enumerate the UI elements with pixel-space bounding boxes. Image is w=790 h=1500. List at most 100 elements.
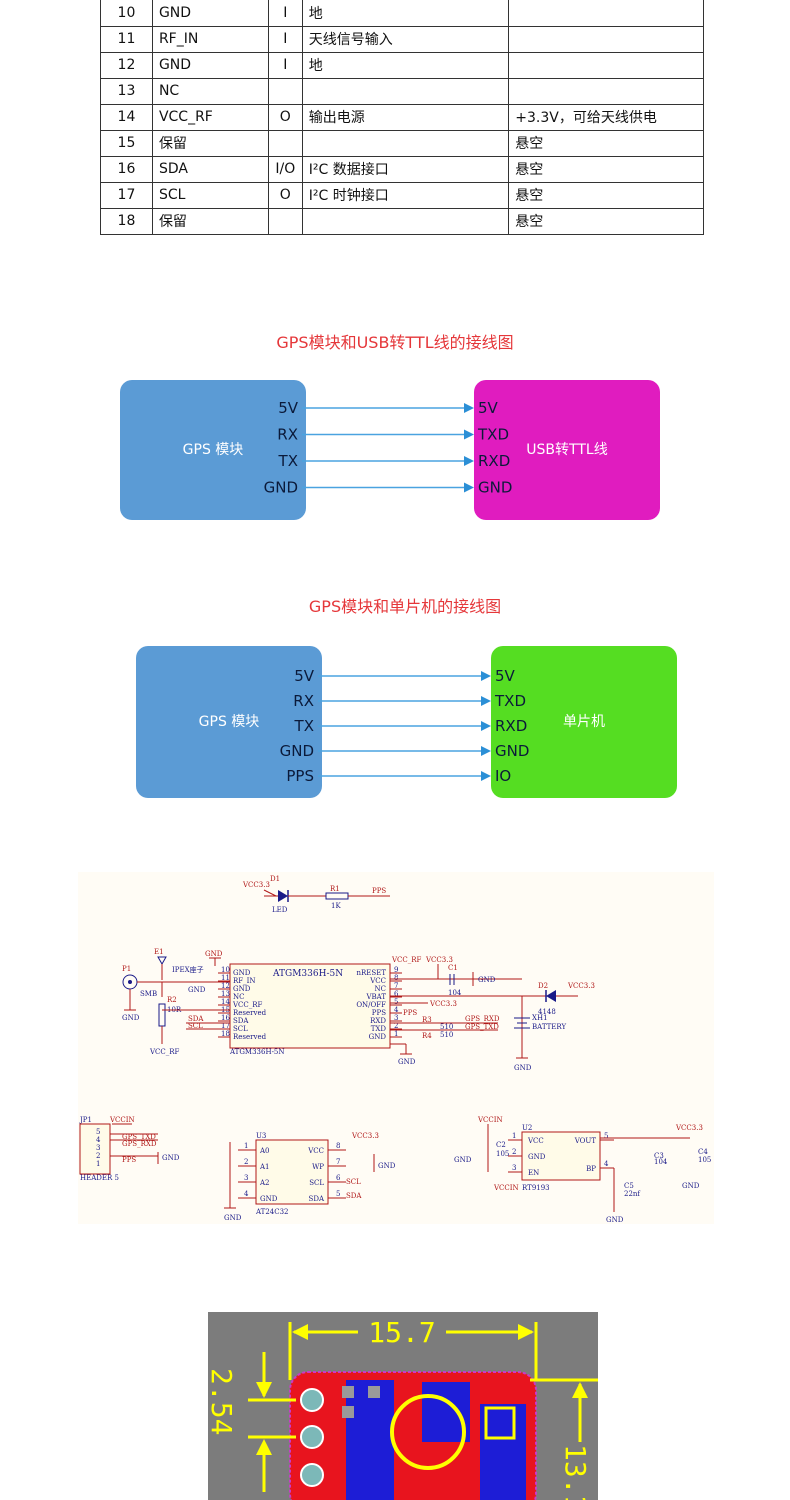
right-pin-label: 5V [478,399,499,417]
circuit-schematic: D1 VCC3.3 LED R1 1K PPS ATGM336H-5N ATGM… [78,872,714,1224]
c3-value: 104 [654,1158,668,1166]
c5-gnd: GND [606,1216,624,1224]
table-cell-io: I [267,51,303,79]
u3-pin-num: 3 [244,1174,248,1182]
chip-pin-num: 17 [221,1022,230,1030]
led-d1: D1 VCC3.3 LED R1 1K PPS [242,875,390,914]
gnd-pin12: GND [188,986,206,994]
jp1-pin-num: 2 [96,1152,100,1160]
vcc33-net: VCC3.3 [425,956,453,964]
u3-pin-name: A1 [259,1163,270,1171]
u2-name: RT9193 [522,1184,550,1192]
chip-pin-name: nRESET [357,969,387,977]
right-pin-label: GND [478,479,512,497]
u2-ref: U2 [522,1124,532,1132]
table-cell-desc: 地 [301,0,510,27]
p1-label: SMB [140,990,157,998]
chip-right-pins: 9nRESET8VCC7NC6VBAT5ON/OFF4PPS3RXD2TXD1G… [356,966,402,1041]
u2-gnd-out: GND [682,1182,700,1190]
u2-pin-num: 1 [512,1132,516,1140]
table-cell-desc: I²C 时钟接口 [301,181,510,209]
chip-pin-name: ON/OFF [356,1001,386,1009]
u3-pin-name: VCC [307,1147,324,1155]
table-cell-name: SCL [151,181,269,209]
usb-ttl-box [474,380,660,520]
u3-pin-name: GND [260,1195,278,1203]
table-cell-note: +3.3V，可给天线供电 [508,103,704,131]
left-pin-label: GND [264,479,298,497]
table-cell-no: 18 [100,207,153,235]
r3-net: GPS_RXD [465,1015,500,1023]
e1-label: IPEX座子 [172,965,204,974]
table-cell-desc [301,129,510,157]
table-cell-io: I/O [267,155,303,183]
left-pin-label: 5V [278,399,299,417]
chip-pin-num: 12 [221,982,230,990]
gnd-top: GND [205,950,223,958]
power-section: VCC_RF VCC3.3 C1 104 GND D2 4148 VCC3.3 … [390,956,595,1072]
c4-ref: C4 [698,1148,708,1156]
table-cell-io: I [267,25,303,53]
left-pin-label: TX [294,717,314,735]
arrow-icon [464,403,474,413]
left-pin-label: GND [280,742,314,760]
u3-ref: U3 [256,1132,266,1140]
chip-pin-name: SDA [233,1017,249,1025]
r4-net: GPS_TXD [465,1023,499,1031]
table-cell-no: 15 [100,129,153,157]
r3-ref: R3 [422,1016,432,1024]
table-cell-no: 17 [100,181,153,209]
c2-ref: C2 [496,1141,506,1149]
u3-pin-num: 2 [244,1158,248,1166]
table-cell-desc [301,207,510,235]
u2-pin-num: 3 [512,1164,516,1172]
d2-net: VCC3.3 [567,982,595,990]
chip-pin-name: NC [375,985,386,993]
right-pin-label: RXD [478,452,510,470]
table-cell-note [508,25,704,53]
chip-pin-name: VCC [369,977,386,985]
table-cell-io: I [267,0,303,27]
chip-pin-num: 7 [394,982,398,990]
chip-pin-name: GND [233,969,251,977]
r1-ref: R1 [330,885,340,893]
left-pin-label: 5V [294,667,315,685]
u3-pin-num: 1 [244,1142,248,1150]
jp1-gnd: GND [162,1154,180,1162]
u3-vcc: VCC3.3 [351,1132,379,1140]
jp1-pin-num: 4 [96,1136,101,1144]
u3-pin-name: A2 [259,1179,270,1187]
u2-pin-name: VCC [527,1137,544,1145]
right-pin-label: TXD [477,426,509,444]
e1-ref: E1 [154,948,164,956]
gps-module-label: GPS 模块 [199,714,260,730]
table-cell-desc: 天线信号输入 [301,25,510,53]
xh1-gnd: GND [514,1064,532,1072]
chip-pin-num: 3 [394,1014,398,1022]
vcc-rf-net: VCC_RF [391,956,422,964]
table-cell-io [267,207,303,235]
jp1-pin-num: 5 [96,1128,100,1136]
c4-value: 105 [698,1156,711,1164]
chip-pin-name: SCL [233,1025,248,1033]
table-cell-no: 14 [100,103,153,131]
jp1-ref: JP1 [79,1116,92,1124]
p1-gnd: GND [122,1014,140,1022]
chip-pin-num: 10 [221,966,230,974]
table-cell-desc: 输出电源 [301,103,510,131]
table-cell-io: O [267,181,303,209]
schematic-svg: D1 VCC3.3 LED R1 1K PPS ATGM336H-5N ATGM… [79,875,711,1224]
chip-pin-name: RF_IN [233,977,256,985]
table-cell-name: GND [151,0,269,27]
left-pin-label: RX [293,692,314,710]
table-cell-no: 11 [100,25,153,53]
chip-pin-num: 16 [221,1014,230,1022]
arrow-icon [481,746,491,756]
